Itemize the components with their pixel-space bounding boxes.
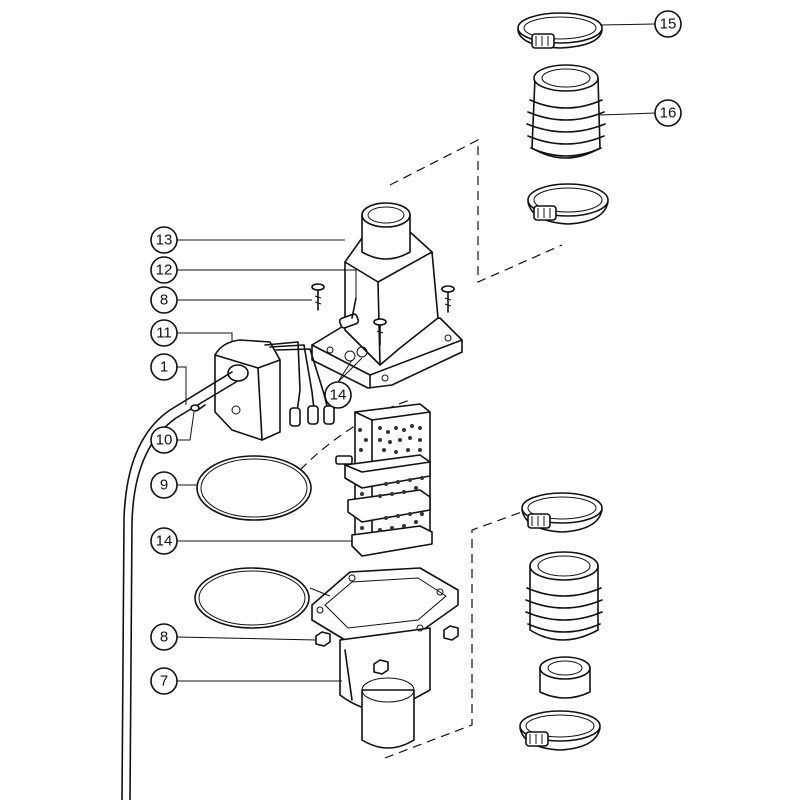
hose-clamp-third [521, 492, 603, 533]
filter-media-dots [358, 424, 424, 532]
screw-left [311, 283, 325, 311]
callout-1[interactable]: 1 [150, 353, 178, 381]
small-screw [190, 404, 206, 412]
callout-8-upper[interactable]: 8 [150, 286, 178, 314]
callout-15[interactable]: 15 [654, 10, 682, 38]
gasket-upper [196, 455, 312, 521]
callout-7[interactable]: 7 [150, 667, 178, 695]
hose-clamp-bottom [519, 710, 601, 751]
power-cable [121, 371, 237, 800]
callout-7-label: 7 [160, 673, 168, 690]
callout-12-label: 12 [156, 262, 173, 279]
callout-8-lower-label: 8 [160, 629, 168, 646]
callout-10[interactable]: 10 [150, 426, 178, 454]
leader-lines [176, 23, 656, 682]
callout-8-upper-label: 8 [160, 292, 168, 309]
callout-16-label: 16 [660, 105, 677, 122]
nut-right [443, 625, 459, 641]
electrical-block [214, 339, 335, 441]
callout-13-label: 13 [156, 232, 173, 249]
callout-15-label: 15 [660, 16, 677, 33]
hose-clamp-top [517, 12, 603, 49]
reducer-ring [539, 656, 591, 699]
screw-right [441, 285, 455, 313]
lower-housing [311, 567, 459, 749]
gasket-lower [194, 567, 310, 629]
rubber-sleeve-upper [526, 64, 606, 159]
callout-14-lower[interactable]: 14 [150, 527, 178, 555]
rubber-sleeve-lower [525, 551, 603, 641]
callout-11-label: 11 [156, 325, 172, 342]
hose-clamp-second [527, 183, 609, 225]
callout-14-lower-label: 14 [156, 533, 173, 550]
callout-10-label: 10 [156, 432, 173, 449]
nut-left [315, 631, 331, 647]
callout-14-upper[interactable]: 14 [324, 381, 352, 409]
upper-housing [311, 202, 463, 389]
filter-cartridge [335, 403, 433, 557]
callout-12[interactable]: 12 [150, 256, 178, 284]
screw-center [373, 318, 387, 346]
hose-fitting [338, 297, 360, 329]
callout-13[interactable]: 13 [150, 226, 178, 254]
nut-center [373, 659, 389, 675]
callout-1-label: 1 [160, 359, 168, 376]
assembly-dash-lines [299, 139, 563, 759]
callout-16[interactable]: 16 [654, 99, 682, 127]
callout-9[interactable]: 9 [150, 471, 178, 499]
callout-8-lower[interactable]: 8 [150, 623, 178, 651]
callout-14-upper-label: 14 [330, 387, 347, 404]
callout-11[interactable]: 11 [150, 319, 178, 347]
callout-9-label: 9 [160, 477, 168, 494]
